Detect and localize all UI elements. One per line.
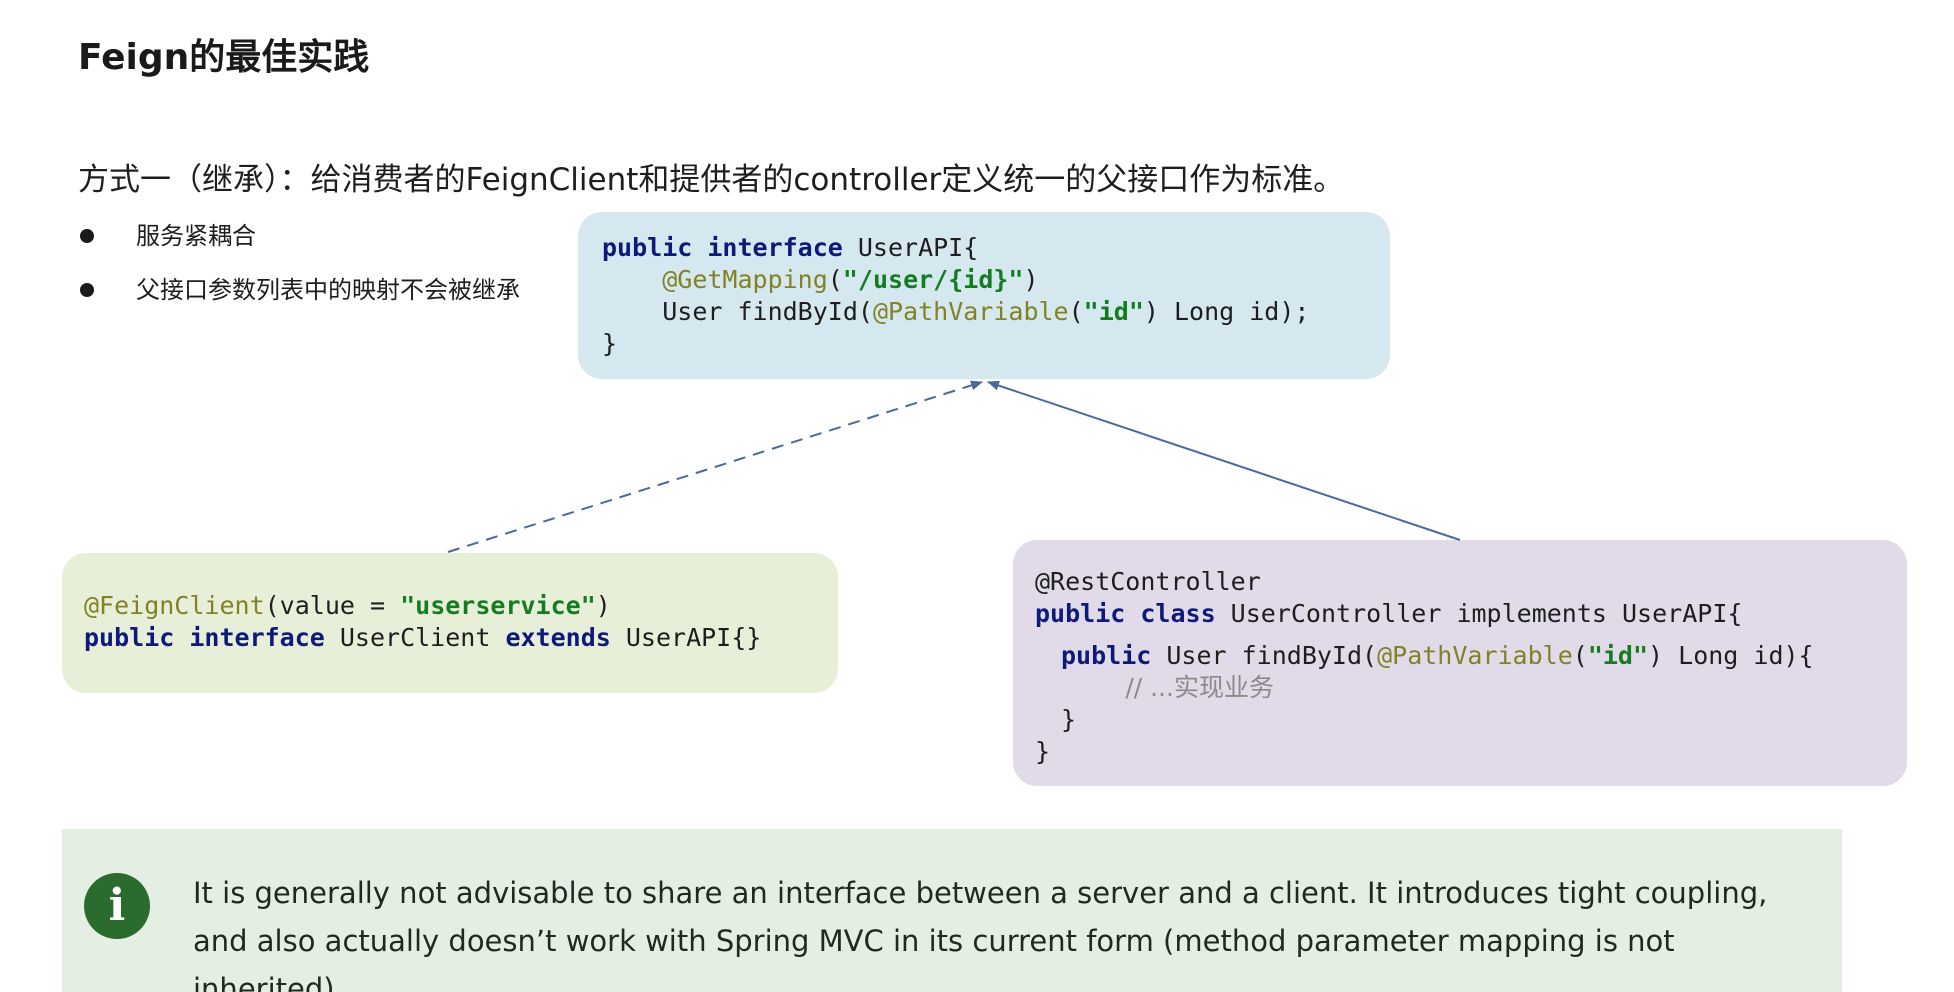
code-line: @FeignClient(value = "userservice") xyxy=(84,590,816,622)
code-keyword: public interface xyxy=(602,233,843,262)
code-annotation: @PathVariable xyxy=(1377,641,1573,670)
bullet-text: 父接口参数列表中的映射不会被继承 xyxy=(136,276,520,304)
user-api-code: public interface UserAPI{ @GetMapping("/… xyxy=(602,232,1366,360)
code-keyword: extends xyxy=(505,623,611,652)
code-annotation: @GetMapping xyxy=(662,265,828,294)
code-string: "userservice" xyxy=(400,591,596,620)
code-text: ( xyxy=(827,265,843,294)
code-string: "/user/{id}" xyxy=(842,265,1024,294)
code-line: } xyxy=(1035,737,1051,766)
bullet-dot-icon xyxy=(80,229,94,243)
code-line: } xyxy=(602,329,618,358)
code-text: UserAPI{} xyxy=(610,623,762,652)
code-line: // ...实现业务 xyxy=(1035,672,1885,704)
code-comment: // ...实现业务 xyxy=(1125,673,1274,702)
code-keyword: public xyxy=(1061,641,1152,670)
code-text: ) xyxy=(595,591,611,620)
code-text: ) xyxy=(1023,265,1039,294)
bullet-item: 服务紧耦合 xyxy=(78,214,520,268)
code-line: public User findById(@PathVariable("id")… xyxy=(1035,640,1885,672)
code-keyword: public interface xyxy=(84,623,325,652)
code-text: (value = xyxy=(264,591,401,620)
user-client-code: @FeignClient(value = "userservice")publi… xyxy=(84,590,816,654)
code-text: UserClient xyxy=(324,623,506,652)
bullet-item: 父接口参数列表中的映射不会被继承 xyxy=(78,268,520,322)
code-annotation: @FeignClient xyxy=(84,591,265,620)
code-text: ( xyxy=(1572,641,1588,670)
bullet-list: 服务紧耦合 父接口参数列表中的映射不会被继承 xyxy=(78,214,520,322)
controller-implements-arrow xyxy=(987,380,1461,541)
user-api-code-box: public interface UserAPI{ @GetMapping("/… xyxy=(578,212,1390,379)
bullet-text: 服务紧耦合 xyxy=(136,222,256,250)
code-text: ) Long id); xyxy=(1143,297,1310,326)
info-note-text: It is generally not advisable to share a… xyxy=(193,876,1768,992)
code-line: public interface UserAPI{ xyxy=(602,232,1366,264)
code-line: public class UserController implements U… xyxy=(1035,598,1885,630)
code-line: @GetMapping("/user/{id}") xyxy=(602,264,1366,296)
code-text: ( xyxy=(1068,297,1084,326)
slide-title: Feign的最佳实践 xyxy=(78,37,370,78)
code-keyword: public class xyxy=(1035,599,1216,628)
bullet-dot-icon xyxy=(80,283,94,297)
user-client-code-box: @FeignClient(value = "userservice")publi… xyxy=(62,553,838,693)
code-line: User findById(@PathVariable("id") Long i… xyxy=(602,296,1366,328)
code-line: public interface UserClient extends User… xyxy=(84,622,816,654)
info-note: i It is generally not advisable to share… xyxy=(62,829,1842,992)
info-icon: i xyxy=(84,873,150,939)
code-text: User findById( xyxy=(1151,641,1378,670)
code-text: User findById( xyxy=(662,297,873,326)
code-line: } xyxy=(1061,705,1077,734)
code-string: "id" xyxy=(1083,297,1144,326)
code-line: @RestController xyxy=(1035,567,1261,596)
code-text: UserController implements UserAPI{ xyxy=(1215,599,1743,628)
slide-subtitle: 方式一（继承）：给消费者的FeignClient和提供者的controller定… xyxy=(78,162,1345,198)
code-text: ) Long id){ xyxy=(1648,641,1814,670)
code-string: "id" xyxy=(1587,641,1649,670)
client-extends-arrow xyxy=(447,380,983,553)
code-annotation: @PathVariable xyxy=(872,297,1069,326)
code-text: UserAPI{ xyxy=(842,233,979,262)
